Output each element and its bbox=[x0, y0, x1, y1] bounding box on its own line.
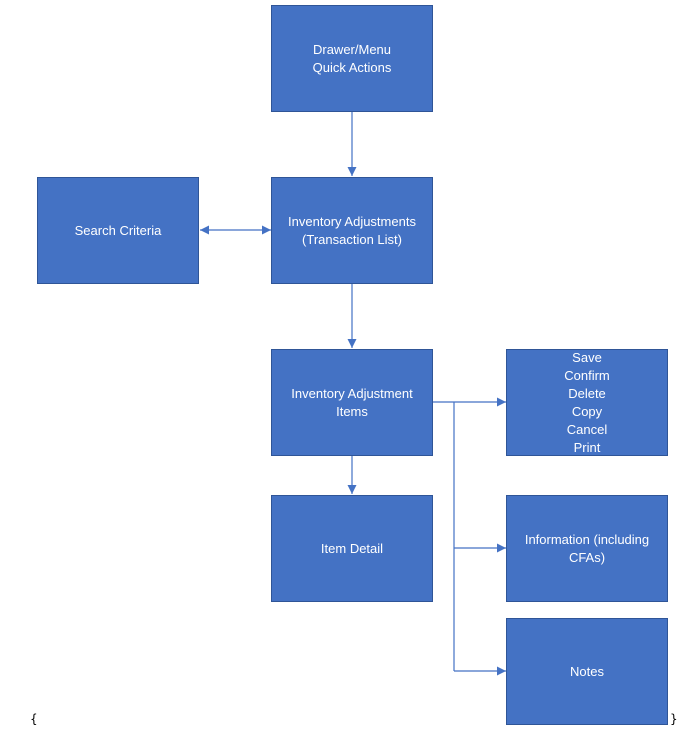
node-label-line-1: Inventory Adjustments bbox=[288, 213, 416, 229]
node-label-line-2: Items bbox=[336, 403, 368, 419]
node-information: Information (including CFAs) bbox=[506, 495, 668, 602]
action-item-confirm: Confirm bbox=[564, 367, 610, 383]
node-label-line-1: Drawer/Menu bbox=[312, 41, 392, 57]
node-label-line-2: Quick Actions bbox=[312, 59, 392, 75]
node-actions: Save Confirm Delete Copy Cancel Print bbox=[506, 349, 668, 456]
action-item-cancel: Cancel bbox=[566, 421, 608, 437]
node-label: Search Criteria bbox=[74, 222, 162, 238]
node-inventory-adjustment-items: Inventory Adjustment Items bbox=[271, 349, 433, 456]
node-notes: Notes bbox=[506, 618, 668, 725]
stray-mark-right: } bbox=[670, 712, 678, 726]
node-label-line-1: Information (including bbox=[524, 531, 650, 547]
node-label-line-2: (Transaction List) bbox=[302, 231, 402, 247]
stray-mark-left: { bbox=[30, 712, 38, 726]
node-label: Notes bbox=[570, 663, 604, 679]
node-label: Item Detail bbox=[320, 540, 384, 556]
node-drawer-menu-quick-actions: Drawer/Menu Quick Actions bbox=[271, 5, 433, 112]
action-item-print: Print bbox=[573, 439, 601, 455]
node-label-line-1: Inventory Adjustment bbox=[291, 385, 413, 401]
action-item-save: Save bbox=[572, 349, 602, 365]
node-search-criteria: Search Criteria bbox=[37, 177, 199, 284]
node-inventory-adjustments: Inventory Adjustments (Transaction List) bbox=[271, 177, 433, 284]
node-item-detail: Item Detail bbox=[271, 495, 433, 602]
action-item-delete: Delete bbox=[568, 385, 606, 401]
node-label-line-2: CFAs) bbox=[568, 549, 606, 565]
action-item-copy: Copy bbox=[571, 403, 603, 419]
